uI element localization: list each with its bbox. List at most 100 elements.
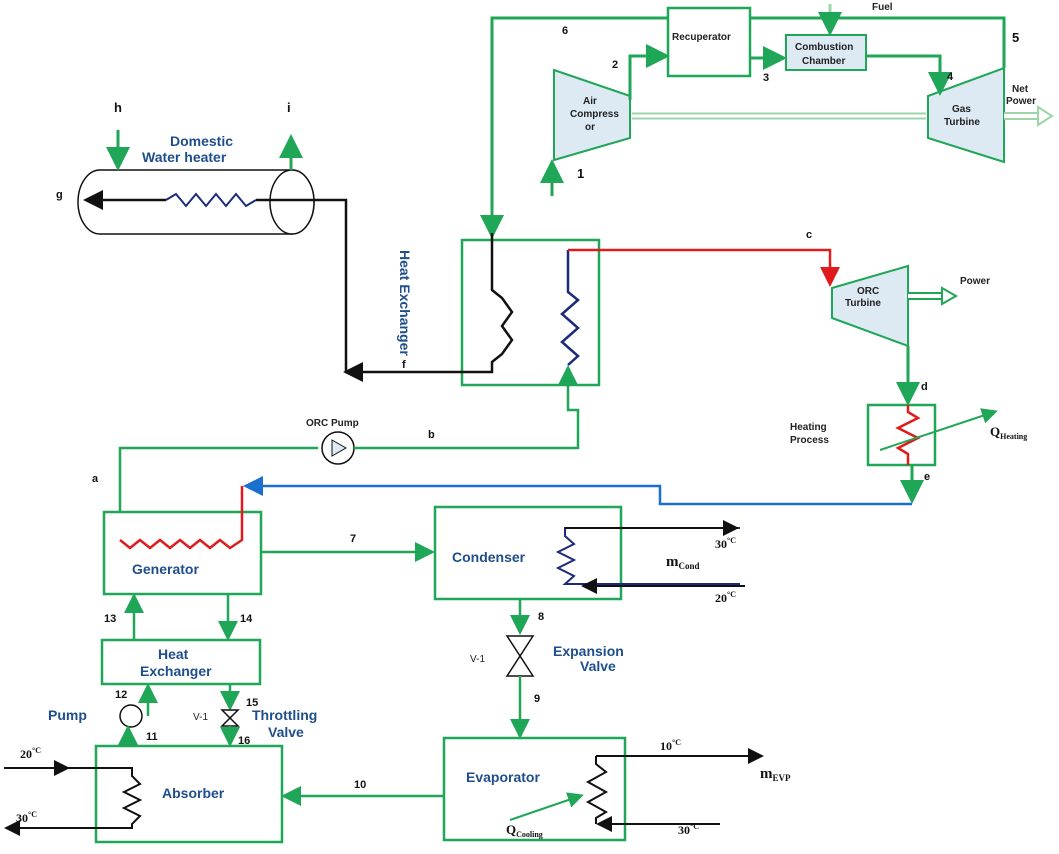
expansion-label-2: Valve	[580, 658, 616, 674]
state-6: 6	[562, 25, 568, 37]
orc-section: c ORC Turbine Power d Heating Process QH…	[92, 229, 1027, 555]
air-comp-label-3: or	[585, 122, 595, 133]
state-14: 14	[240, 613, 253, 625]
dwh-label-1: Domestic	[170, 133, 233, 149]
expansion-v1-label: V-1	[470, 654, 485, 665]
pipe-4	[866, 54, 952, 96]
gas-turbine-label-2: Turbine	[944, 117, 980, 128]
state-g: g	[56, 189, 63, 201]
heat-exchanger-main: Heat Exchanger f	[343, 233, 601, 387]
state-4: 4	[947, 71, 954, 83]
pipe-2	[628, 44, 670, 100]
pump-label: Pump	[48, 707, 87, 723]
condenser-label: Condenser	[452, 549, 526, 565]
state-c: c	[806, 229, 812, 241]
pipe-e-return	[243, 476, 912, 506]
combustion-chamber-box	[785, 34, 867, 71]
state-b: b	[428, 429, 435, 441]
state-5: 5	[1012, 30, 1019, 45]
q-heating-arrow	[879, 408, 998, 451]
heating-label-1: Heating	[790, 422, 827, 433]
hx-hot-coil	[343, 233, 514, 382]
absorber-coil	[4, 767, 143, 829]
q-heating-label: QHeating	[990, 424, 1027, 441]
net-power-label-2: Power	[1006, 96, 1036, 107]
evaporator-label: Evaporator	[466, 769, 540, 785]
hx-main-label: Heat Exchanger	[397, 250, 413, 356]
air-comp-label-1: Air	[583, 96, 597, 107]
state-d: d	[921, 381, 928, 393]
air-comp-label-2: Compress	[570, 109, 619, 120]
dwh-end-cap	[269, 169, 315, 235]
condenser-coil	[555, 527, 740, 585]
throttling-valve	[220, 709, 240, 727]
generator-coil	[119, 486, 244, 550]
throttling-label-2: Valve	[268, 724, 304, 740]
pipe-f-to-g	[256, 198, 348, 372]
state-16: 16	[238, 735, 250, 747]
state-13: 13	[104, 613, 116, 625]
state-h: h	[114, 100, 122, 115]
hx-bottom-label-1: Heat	[158, 646, 189, 662]
state-7: 7	[350, 533, 356, 545]
throttling-label-1: Throttling	[252, 707, 317, 723]
gas-turbine-label-1: Gas	[952, 104, 971, 115]
generator-label: Generator	[132, 561, 199, 577]
state-11: 11	[146, 731, 158, 743]
t30-a: 30°C	[715, 536, 736, 551]
recuperator-label: Recuperator	[672, 32, 731, 43]
t20-a: 20°C	[715, 590, 736, 605]
pipe-a	[110, 446, 318, 555]
evaporator-box	[442, 736, 627, 842]
orc-pump-label: ORC Pump	[306, 418, 359, 429]
absorption-section: Generator Condenser 30°C 20°C mCond 7 He…	[4, 486, 791, 844]
state-f: f	[402, 359, 406, 371]
dwh-coil	[165, 192, 257, 208]
state-2: 2	[612, 59, 618, 71]
orc-turbine-label-2: Turbine	[845, 298, 881, 309]
throttle-v1-label: V-1	[193, 712, 208, 723]
m-evp-label: mEVP	[760, 766, 791, 783]
orc-power-arrowhead	[941, 286, 959, 306]
state-1: 1	[577, 166, 584, 181]
net-power-label-1: Net	[1012, 84, 1029, 95]
orc-pump-symbol	[331, 439, 348, 457]
pipe-c	[568, 248, 840, 287]
t30-c: 30°C	[678, 822, 699, 837]
combustion-label-2: Chamber	[802, 56, 845, 67]
power-label: Power	[960, 276, 990, 287]
heating-label-2: Process	[790, 435, 829, 446]
net-power-arrowhead	[1037, 105, 1054, 127]
hx-main-box	[460, 238, 601, 387]
hx-bottom-box	[100, 638, 262, 686]
solution-pump	[119, 704, 143, 728]
q-cooling-arrow	[509, 792, 584, 821]
state-12: 12	[115, 689, 127, 701]
pipe-6	[480, 16, 668, 239]
t20-b: 20°C	[20, 746, 41, 761]
domestic-water-heater: Domestic Water heater h i g	[56, 100, 348, 372]
fuel-label: Fuel	[872, 2, 893, 13]
heating-coil	[895, 405, 921, 465]
state-e: e	[924, 471, 930, 483]
expansion-valve	[505, 635, 535, 677]
recuperator-box	[666, 6, 752, 78]
pipe-b	[354, 365, 580, 450]
orc-turbine-label-1: ORC	[857, 286, 879, 297]
dwh-label-2: Water heater	[142, 149, 227, 165]
air-compressor	[553, 68, 631, 162]
state-10: 10	[354, 779, 366, 791]
expansion-label-1: Expansion	[553, 643, 624, 659]
state-9: 9	[534, 693, 540, 705]
brayton-section: Recuperator Combustion Chamber Fuel Air …	[480, 2, 1054, 239]
combustion-label-1: Combustion	[795, 42, 853, 53]
absorber-label: Absorber	[162, 785, 225, 801]
hx-cold-coil	[560, 250, 580, 366]
pipe-5	[750, 16, 1006, 68]
state-a: a	[92, 473, 99, 485]
t30-b: 30°C	[16, 810, 37, 825]
state-8: 8	[538, 611, 544, 623]
hx-bottom-label-2: Exchanger	[140, 663, 212, 679]
state-15: 15	[246, 697, 258, 709]
